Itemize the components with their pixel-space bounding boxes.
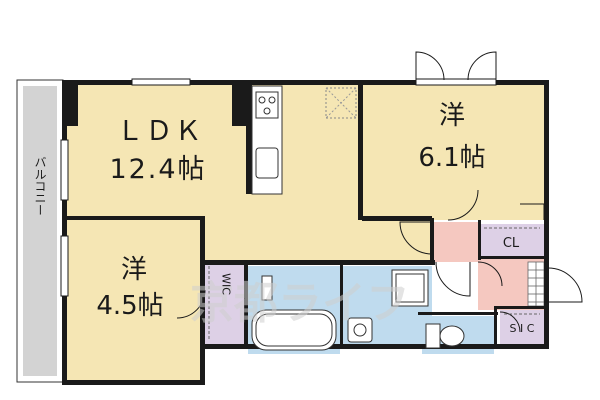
fridge-space-icon — [325, 87, 357, 119]
sink-icon — [255, 147, 279, 179]
western-45-floor — [66, 218, 205, 382]
western-45-label: 洋 4.5帖 — [96, 255, 163, 321]
wic-name: WIC — [220, 273, 233, 295]
balcony-label: バルコニー — [33, 156, 47, 216]
doors — [176, 51, 583, 333]
western-45-name: 洋 — [121, 255, 147, 285]
svg-text:バルコニー: バルコニー — [33, 156, 47, 216]
cl-name: CL — [503, 236, 520, 251]
sic-name: S I C — [510, 322, 535, 335]
western-45-size: 4.5帖 — [96, 291, 163, 321]
ldk-size: 12.4帖 — [109, 154, 206, 185]
stove-icon — [255, 91, 279, 119]
sic-floor — [500, 310, 544, 344]
wic-label: WIC — [220, 273, 233, 295]
sic-label: S I C — [510, 322, 535, 335]
ldk-label: ＬＤＫ 12.4帖 — [109, 116, 206, 185]
western-6-name: 洋 — [439, 101, 465, 131]
toilet-icon — [425, 323, 441, 349]
shower-icon — [261, 275, 273, 301]
hall-floor — [432, 222, 478, 262]
western-6-label: 洋 6.1帖 — [418, 101, 485, 173]
cl-label: CL — [503, 236, 520, 251]
ldk-name: ＬＤＫ — [117, 116, 204, 147]
bath-fixtures — [251, 269, 465, 351]
western-6-floor — [362, 84, 544, 220]
cl-floor — [478, 224, 544, 258]
svg-text:京都ライフ: 京都ライフ — [190, 278, 410, 329]
western-6-size: 6.1帖 — [418, 143, 485, 173]
watermark: 京都ライフ — [190, 278, 410, 329]
kitchen-counter — [251, 85, 357, 195]
windows — [60, 78, 497, 297]
closet-rails — [208, 227, 540, 340]
entrance-tiles — [527, 261, 545, 307]
balcony: バルコニー — [16, 79, 64, 383]
wic-floor — [205, 262, 245, 344]
